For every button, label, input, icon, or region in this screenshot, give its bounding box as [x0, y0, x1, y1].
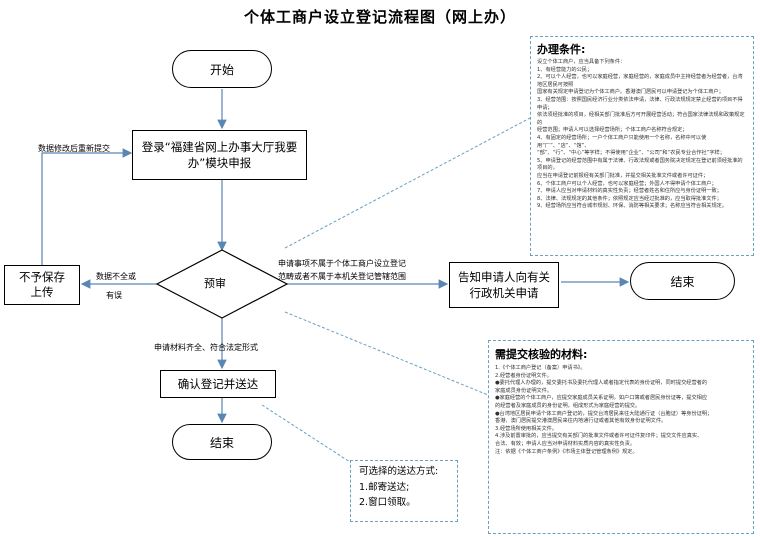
reject-label: 不予保存上传: [19, 270, 65, 299]
materials-note: 需提交核验的材料: 1.《个体工商户登记（备案）申请书》。2.经营者身份证明文件…: [488, 340, 754, 534]
end1-label: 结束: [209, 435, 234, 450]
conditions-line: 依法须经批准的项目，经相关部门批准后方可开展经营活动；符合国家法律法规和政策规定…: [537, 112, 745, 126]
callout-delivery-line: [261, 404, 351, 463]
conditions-title: 办理条件:: [537, 43, 586, 56]
delivery-note: 可选择的送达方式: 1.邮寄送达; 2.窗口领取。: [350, 460, 458, 522]
page-title: 个体工商户设立登记流程图（网上办）: [243, 8, 516, 26]
not-scope-label-2: 范畴或者不属于本机关登记管辖范围: [278, 272, 406, 281]
complete-label: 申请材料齐全、符合法定形式: [154, 343, 258, 352]
conditions-line: “部”、“行”、“中心”等字样；不得使用“企业”、“公司”和“农民专业合作社”字…: [537, 150, 725, 157]
conditions-line: 5、申请登记的经营范围中有属于法律、行政法规或者国务院决定规定在登记前须经批准的…: [537, 157, 743, 172]
review-label: 预审: [204, 277, 226, 290]
confirm-node: 确认登记并送达: [160, 370, 276, 398]
conditions-line: 3、经营范围：按照国民经济行业分类依法申请，法律、行政法规规定禁止经营的项目不得…: [537, 96, 743, 111]
conditions-line: 经营范围；申请人可以选择经营场所；个体工商户名称符合规定；: [537, 127, 688, 134]
conditions-line: 9、经营场所应当符合城市规划、环保、消防等相关要求；名称应当符合相关规定。: [537, 203, 728, 210]
materials-line: ●家庭经营的个体工商户，应提交家庭成员关系证明，如户口簿或者居民身份证等，提交相…: [495, 395, 708, 402]
conditions-line: 国家有关规定申请登记为个体工商户。香港澳门居民可以申请登记为个体工商户；: [537, 89, 724, 96]
materials-line: 4.涉及前置审批的，应当提交有关部门的批准文件或者许可证件复印件；提交文件应真实…: [495, 433, 703, 440]
materials-title: 需提交核验的材料:: [495, 348, 588, 361]
end2-node: 结束: [630, 262, 735, 300]
review-diamond: [155, 249, 289, 319]
conditions-line: 7、申请人应当对申请材料的真实性负责；经营者姓名和住所应与身份证明一致；: [537, 188, 722, 195]
inform-node: 告知申请人向有关行政机关申请: [449, 262, 559, 308]
delivery-item: 1.邮寄送达;: [359, 482, 410, 493]
start-label: 开始: [209, 62, 234, 77]
materials-line: 的经营者及家庭成员的身份证明，组成形式为家庭经营的提交。: [495, 402, 641, 409]
start-node: 开始: [172, 50, 272, 88]
materials-lines: 1.《个体工商户登记（备案）申请书》。2.经营者身份证明文件。●委托代理人办理的…: [495, 365, 747, 456]
reject-node: 不予保存上传: [4, 265, 80, 305]
login-label: 登录“福建省网上办事大厅我要办”模块申报: [141, 140, 298, 170]
conditions-line: 应当在申请登记前报经有关部门批准，并提交相关批准文件或者许可证件；: [537, 172, 709, 179]
login-node: 登录“福建省网上办事大厅我要办”模块申报: [132, 130, 307, 180]
conditions-line: 1、有经营能力的公民；: [537, 66, 593, 73]
conditions-line: 4、有固定的经营场所；一户个体工商户只能使用一个名称，名称中可以使用“厂”、“店…: [537, 134, 707, 149]
delivery-item: 2.窗口领取。: [359, 497, 416, 508]
end2-label: 结束: [670, 274, 695, 289]
not-scope-label-1: 申请事项不属于个体工商户设立登记: [278, 259, 406, 268]
materials-line: 注：依据《个体工商户条例》《市场主体登记管理条例》规定。: [495, 448, 638, 455]
edge-reject-login: [41, 148, 133, 265]
materials-line: 2.经营者身份证明文件。: [495, 372, 552, 379]
materials-line: 合法、有效；申请人应当对申请材料实质内容的真实性负责。: [495, 440, 636, 447]
materials-line: 3.经营场所使用相关文件。: [495, 425, 558, 432]
delivery-title: 可选择的送达方式:: [359, 466, 439, 477]
materials-line: ●委托代理人办理的，提交委托书及委托代理人或者指定代表的身份证明，同时提交经营者…: [495, 380, 708, 387]
callout-materials-line: [284, 311, 489, 396]
materials-line: 香港、澳门居民提交港澳居民来往内地通行证或者其他有效身份证明文件。: [495, 418, 667, 425]
materials-line: ●台湾地区居民申请个体工商户登记的，提交台湾居民来往大陆通行证（台胞证）等身份证…: [495, 410, 713, 417]
conditions-line: 2、可以个人经营，也可以家庭经营，家庭经营的，家庭成员中主持经营者为经营者，台湾…: [537, 74, 743, 88]
conditions-lines: 设立个体工商户，应当具备下列条件：1、有经营能力的公民；2、可以个人经营，也可以…: [537, 59, 747, 211]
end1-node: 结束: [172, 424, 272, 460]
incomplete-label-2: 有误: [106, 291, 122, 300]
incomplete-label-1: 数据不全或: [96, 272, 136, 281]
materials-line: 1.《个体工商户登记（备案）申请书》。: [495, 365, 586, 371]
materials-line: 家庭成员身份证明文件。: [495, 387, 553, 394]
conditions-line: 设立个体工商户，应当具备下列条件：: [537, 59, 626, 65]
resubmit-label: 数据修改后重新提交: [38, 144, 110, 153]
delivery-items: 1.邮寄送达; 2.窗口领取。: [359, 480, 449, 510]
conditions-line: 6、个体工商户可以个人经营，也可以家庭经营；外国人不得申请个体工商户；: [537, 180, 717, 187]
conditions-line: 8、法律、法规规定的其他条件；依照规定应当经过批准的，应当取得批准文件；: [537, 195, 722, 202]
conditions-note: 办理条件: 设立个体工商户，应当具备下列条件：1、有经营能力的公民；2、可以个人…: [530, 36, 754, 256]
inform-label: 告知申请人向有关行政机关申请: [458, 270, 550, 300]
confirm-label: 确认登记并送达: [177, 377, 259, 391]
callout-conditions-line: [284, 117, 531, 249]
